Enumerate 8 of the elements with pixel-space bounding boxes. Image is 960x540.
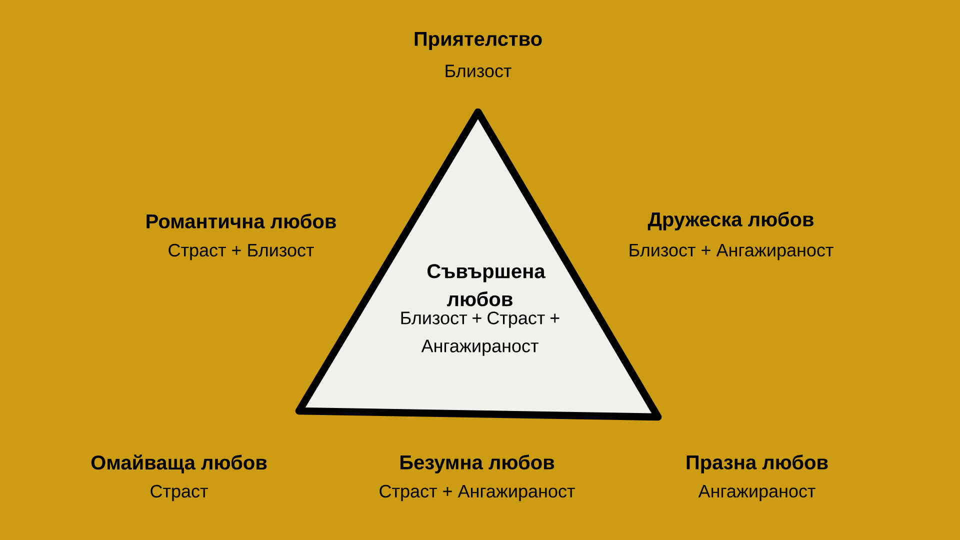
love-type-heading: Омайваща любов [91,454,267,474]
love-type-heading: Безумна любов [400,454,554,474]
component-text: Страст + Ангажираност [380,484,575,502]
component-text: Ангажираност [698,484,816,502]
component-text: Страст [150,484,208,502]
love-type-heading: Празна любов [686,454,828,474]
love-type-heading: Приятелство [414,32,542,50]
component-text: Близост [446,64,512,78]
